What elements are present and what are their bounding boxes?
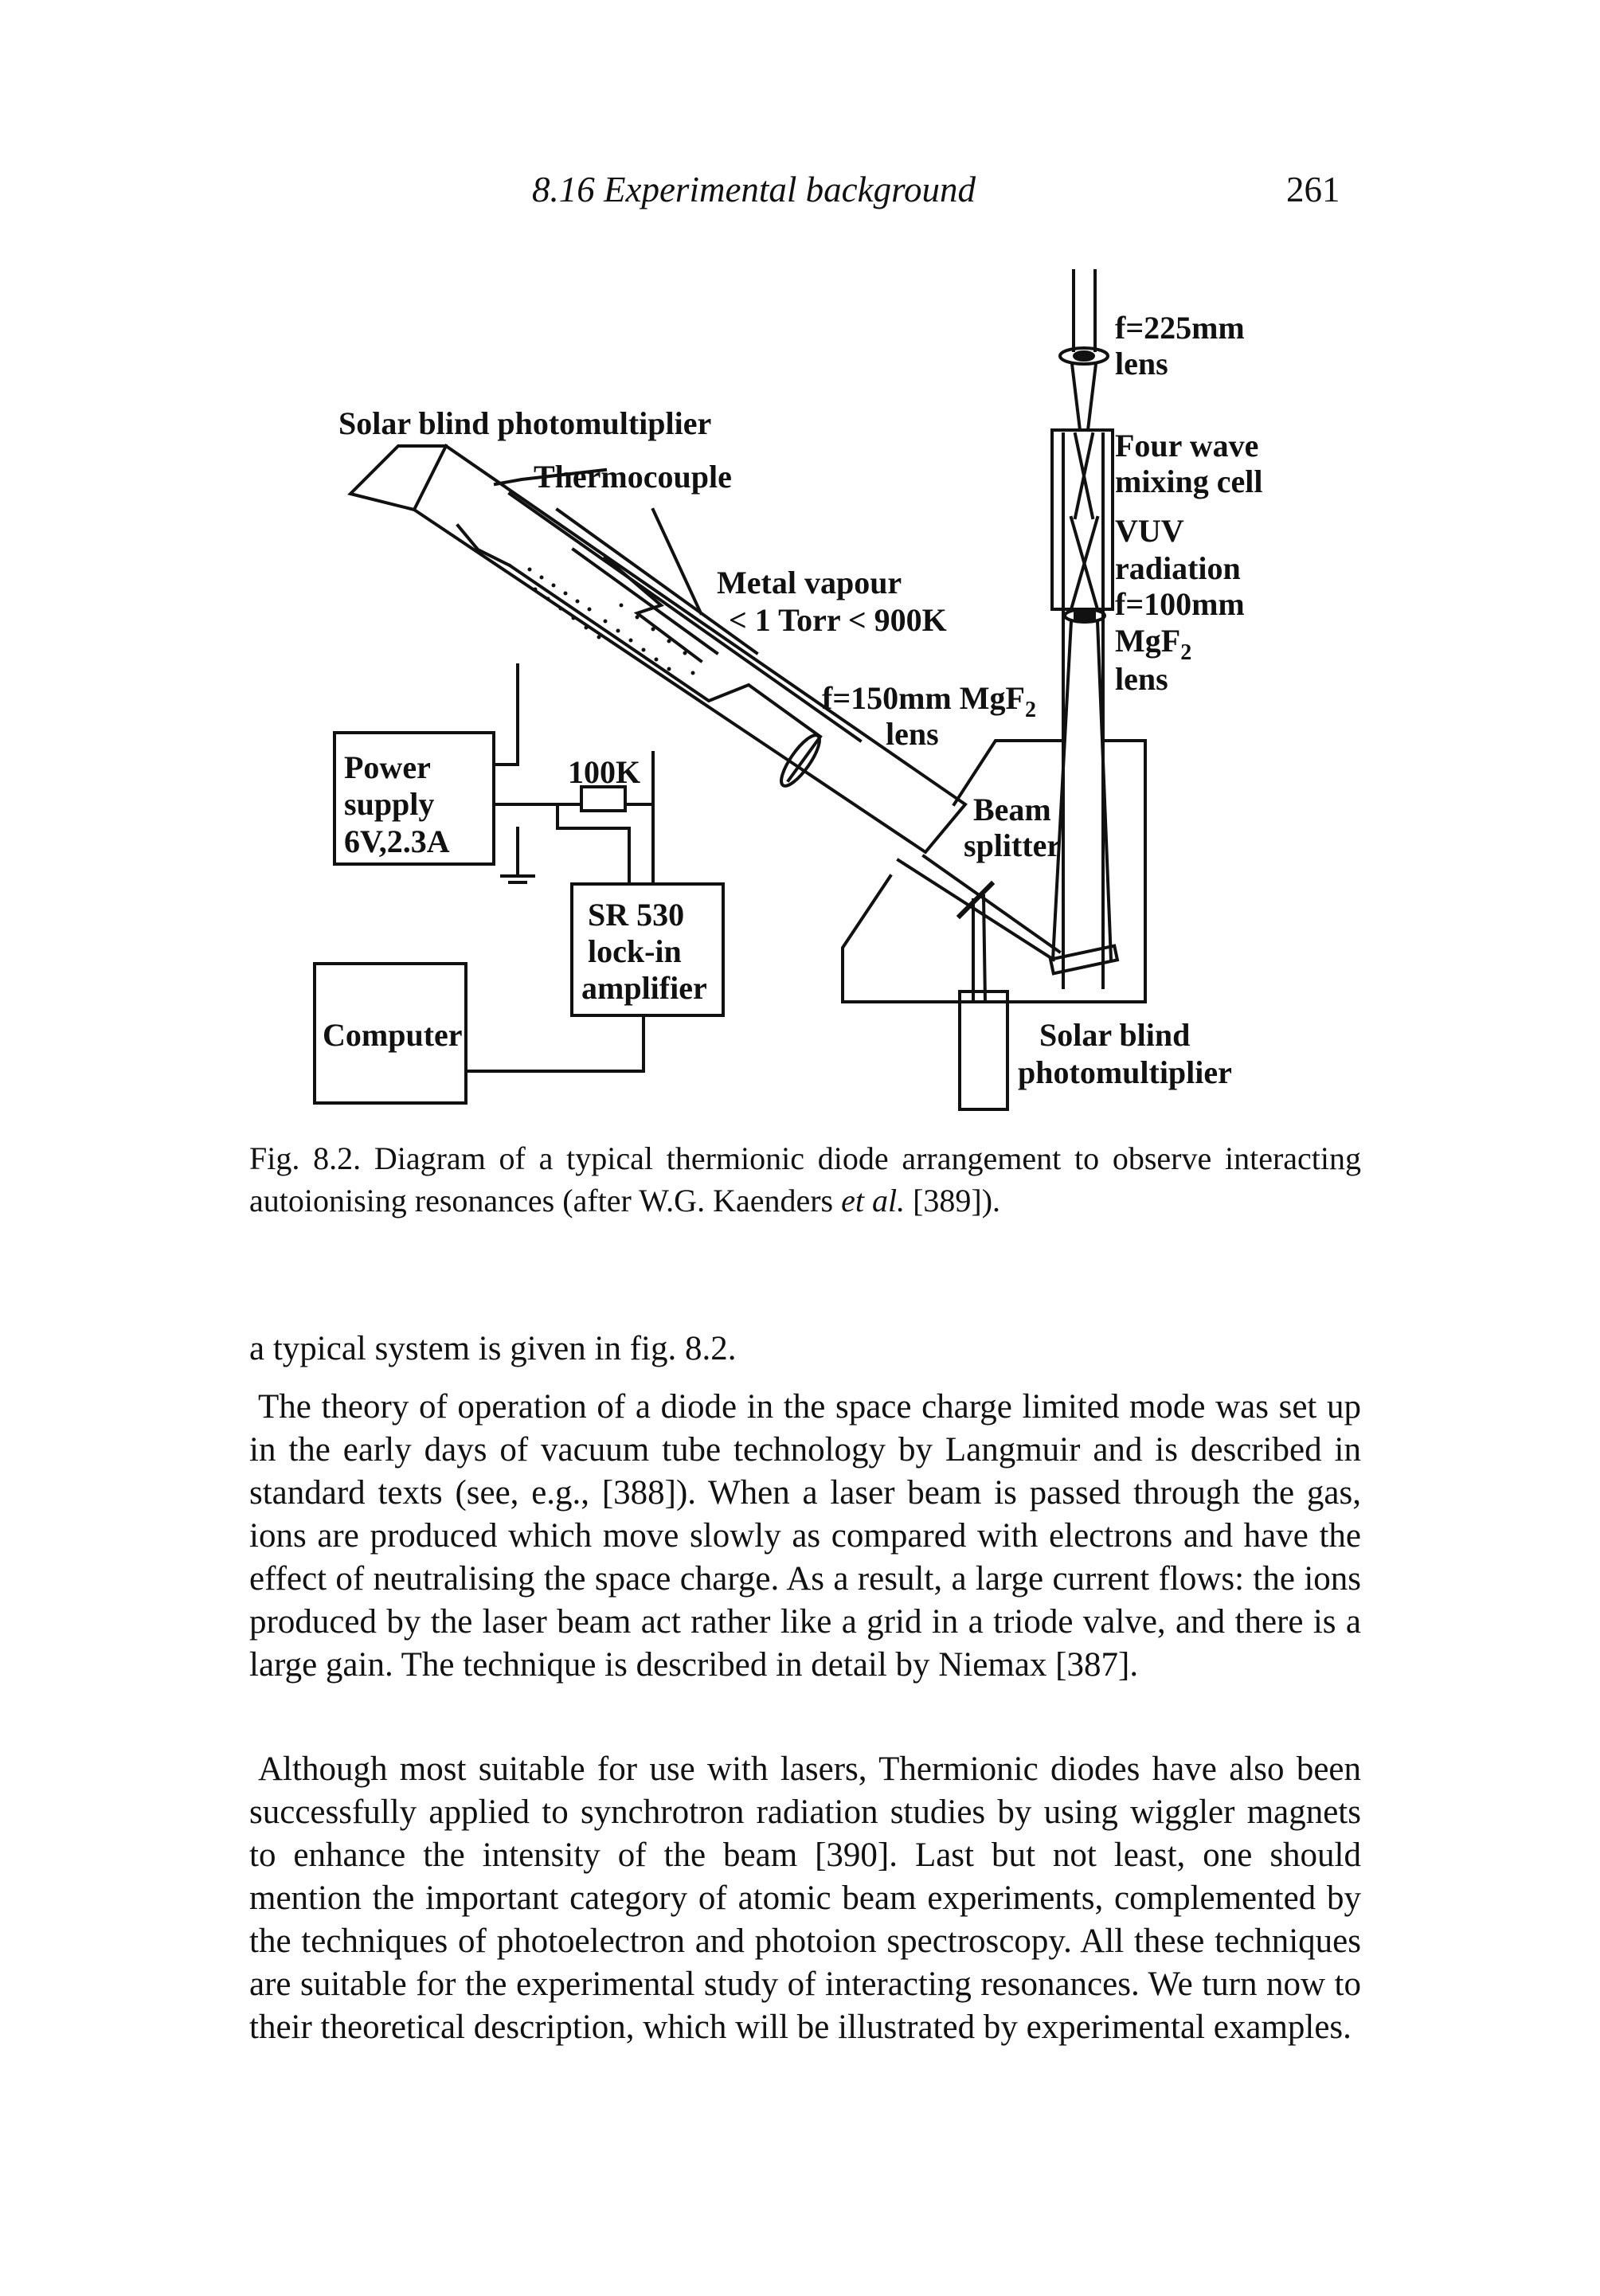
bottom-photomultiplier [958,990,1009,1111]
caption-etal: et al. [841,1183,906,1218]
beam-line [1070,362,1082,432]
resistor-100k [580,785,627,812]
metal-vapour-pointer [651,507,703,616]
f150-lens-shape [780,733,821,788]
label-lockin-line2: lock-in [588,933,682,969]
splitter-element [956,880,996,920]
label-vuv-line2: radiation [1115,550,1241,586]
label-f225-line1: f=225mm [1115,310,1245,346]
figure-caption: Fig. 8.2. Diagram of a typical thermioni… [249,1137,1361,1222]
tube-line [555,507,759,655]
running-title: 8.16 Experimental background [532,170,976,209]
label-resistor: 100K [568,754,640,790]
figure-diagram: f=225mm lens Solar blind photomultiplier… [313,269,1263,1111]
vapour-dots [527,567,695,675]
housing [841,739,1147,1003]
label-f150-text: f=150mm MgF [822,680,1025,716]
label-solar-top: Solar blind photomultiplier [338,405,711,441]
thermocouple-line [493,467,608,487]
label-solar-bottom-line1: Solar blind [1039,1017,1190,1053]
caption-number: Fig. 8.2. [249,1140,362,1176]
tube-end [347,444,448,512]
paragraph-3: Although most suitable for use with lase… [249,1750,1361,2046]
label-four-wave-line1: Four wave [1115,428,1258,464]
wire [464,1014,645,1073]
tube-lower [507,563,823,783]
beam-line [981,894,988,1004]
beam-line [1086,362,1098,432]
label-beam-line1: Beam [973,792,1051,827]
wire [492,663,519,766]
label-lockin-line3: amplifier [581,970,707,1006]
running-head: 8.16 Experimental background 261 [0,169,1600,217]
label-four-wave-line2: mixing cell [1115,464,1263,499]
label-f100-line1: f=100mm [1115,586,1245,622]
label-f100-line2: MgF2 [1115,623,1191,665]
diode-tube [412,444,968,855]
f100-lens-shape [1063,608,1106,624]
label-lockin-line1: SR 530 [588,897,684,933]
beam-line [921,854,1062,954]
label-metal-line2: < 1 Torr < 900K [729,602,947,638]
f225-lens-shape [1058,346,1109,366]
beam-line [1095,619,1113,962]
label-computer: Computer [323,1017,463,1053]
mirror [1048,944,1120,976]
label-power-line1: Power [344,749,431,785]
label-vuv-line1: VUV [1115,513,1184,549]
caption-ref: [389]). [913,1183,1001,1218]
label-power-line2: supply [344,786,434,822]
wire [556,803,631,886]
housing [952,739,1065,807]
f225-lens-inner [1073,350,1095,362]
label-f100-line3: lens [1115,661,1168,697]
label-f150-line2: lens [886,716,939,752]
f100-lens-mark [1074,610,1096,621]
beam-line [1069,515,1100,612]
label-f100-mgf: MgF [1115,623,1180,659]
tube-line [571,547,719,655]
paragraph-1: a typical system is given in fig. 8.2. [249,1330,737,1367]
caption-text: Diagram of a typical thermionic diode ar… [249,1140,1362,1218]
heater [603,555,703,663]
computer [313,962,467,1105]
label-beam-line2: splitter [964,827,1061,863]
label-solar-bottom-line2: photomultiplier [1018,1054,1232,1090]
lockin-amplifier [570,882,725,1017]
page-number: 261 [1286,170,1340,209]
beam-line [1050,619,1074,962]
label-f150-sub: 2 [1025,698,1036,722]
label-power-line3: 6V,2.3A [344,823,450,859]
label-f225-line2: lens [1115,346,1168,381]
label-metal-line1: Metal vapour [717,565,902,600]
tube-body [456,523,512,568]
label-f150-line1: f=150mm MgF2 [822,680,1036,722]
power-supply [333,731,495,866]
paragraph-2: The theory of operation of a diode in th… [249,1388,1361,1684]
label-thermocouple: Thermocouple [534,459,732,495]
beam-line [1073,432,1095,520]
beam-line [896,858,1056,962]
tube-line [507,491,863,743]
label-f100-sub: 2 [1180,640,1191,665]
